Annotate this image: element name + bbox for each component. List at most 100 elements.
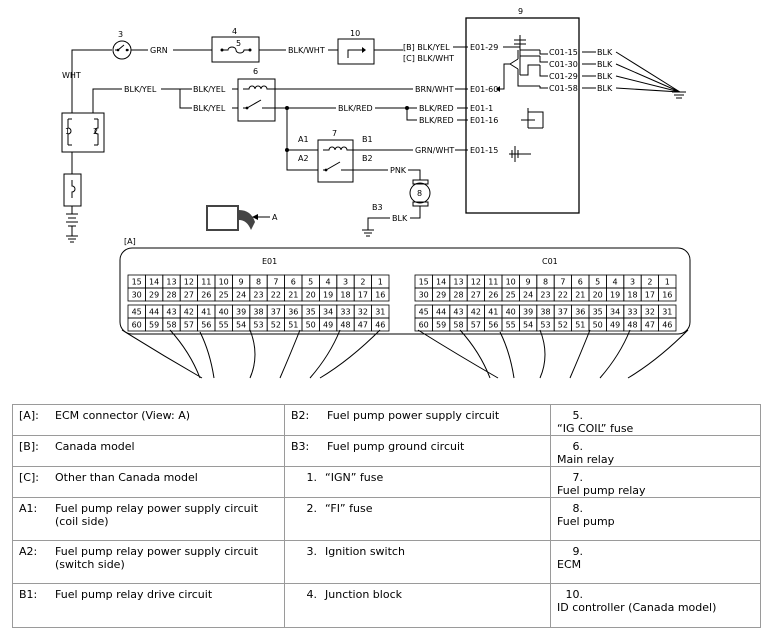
- fuel-pump-relay-7: 7: [317, 129, 354, 183]
- c01-pin-label: 56: [488, 321, 498, 330]
- legend-cell: [B]:Canada model: [12, 435, 285, 467]
- c01-pin-label: 51: [575, 321, 585, 330]
- point-b1: B1: [362, 135, 373, 144]
- e01-pin-label: 11: [201, 278, 211, 287]
- connector-pictogram: [206, 205, 255, 231]
- c01-pin-label: 55: [506, 321, 516, 330]
- c01-pin-label: 30: [419, 291, 429, 300]
- legend-cell: 1.“IGN” fuse: [284, 466, 551, 498]
- wiring-diagram: 1 2 WHT 3 GRN 4 5 BLK/WHT 10 [B] BLK/YEL…: [61, 7, 691, 379]
- c01-pin-label: 59: [436, 321, 446, 330]
- e01-pin-label: 16: [375, 291, 385, 300]
- e01-pin-label: 47: [358, 321, 368, 330]
- e01-pin-label: 45: [132, 308, 142, 317]
- c01-pin-label: 54: [523, 321, 533, 330]
- c01-pin-label: 24: [523, 291, 533, 300]
- terminal-c01-58: C01-58: [549, 84, 578, 93]
- terminal-e01-60: E01-60: [470, 85, 498, 94]
- e01-pin-label: 27: [184, 291, 194, 300]
- view-arrow-label: A: [272, 213, 278, 222]
- legend-cell: 3. Ignition switch: [284, 540, 551, 584]
- legend-key: 1.: [306, 471, 318, 484]
- wire-label-blk-red-b: BLK/RED: [419, 104, 454, 113]
- component-6-number: 6: [253, 67, 258, 76]
- legend-cell: B2:Fuel pump power supply circuit: [284, 404, 551, 436]
- c01-pin-label: 27: [471, 291, 481, 300]
- e01-pin-label: 43: [166, 308, 176, 317]
- e01-pin-label: 51: [288, 321, 298, 330]
- component-1-number: 1: [65, 127, 70, 136]
- e01-pin-label: 4: [326, 278, 331, 287]
- c01-pin-label: 8: [543, 278, 548, 287]
- e01-pin-label: 48: [340, 321, 350, 330]
- e01-pin-label: 50: [306, 321, 316, 330]
- e01-pin-label: 24: [236, 291, 246, 300]
- component-9-number: 9: [518, 7, 523, 16]
- legend-value: ID controller (Canada model): [557, 601, 717, 614]
- legend-cell: 5.“IG COIL” fuse: [550, 404, 761, 436]
- c01-pin-label: 26: [488, 291, 498, 300]
- c01-pin-label: 1: [665, 278, 670, 287]
- legend-value: Fuel pump relay drive circuit: [55, 588, 213, 601]
- legend-cell: 10.ID controller (Canada model): [550, 583, 761, 628]
- legend-value: Other than Canada model: [55, 471, 198, 484]
- c01-pin-label: 38: [540, 308, 550, 317]
- component-5-number: 5: [236, 39, 241, 48]
- wire-label-blk-yel-b: BLK/YEL: [193, 85, 226, 94]
- c01-pin-label: 16: [662, 291, 672, 300]
- c01-pin-label: 52: [558, 321, 568, 330]
- legend-key: 7.: [572, 471, 584, 484]
- legend-cell: 8.Fuel pump: [550, 497, 761, 541]
- component-4-number: 4: [232, 27, 237, 36]
- legend-key: 3.: [306, 545, 318, 558]
- c01-pin-label: 43: [453, 308, 463, 317]
- legend-key: B2:: [291, 409, 310, 422]
- connector-view-tag: [A]: [124, 237, 136, 246]
- e01-pin-label: 55: [219, 321, 229, 330]
- c01-pin-cell: [658, 287, 677, 302]
- wire-label-grn-wht: GRN/WHT: [415, 146, 454, 155]
- legend-key: 8.: [572, 502, 584, 515]
- legend-value: Main relay: [557, 453, 615, 466]
- e01-pin-label: 34: [323, 308, 333, 317]
- legend-cell: A1:Fuel pump relay power supply circuit …: [12, 497, 285, 541]
- c01-pin-label: 45: [419, 308, 429, 317]
- point-b3: B3: [372, 203, 383, 212]
- legend-key: 6.: [572, 440, 584, 453]
- component-3-number: 3: [118, 30, 123, 39]
- e01-pin-label: 41: [201, 308, 211, 317]
- c01-pin-label: 9: [526, 278, 531, 287]
- e01-pin-label: 38: [253, 308, 263, 317]
- legend-key: A1:: [19, 502, 38, 515]
- wire-label-blk-3: BLK: [597, 72, 613, 81]
- legend-value: Ignition switch: [325, 545, 405, 558]
- e01-pin-label: 36: [288, 308, 298, 317]
- wire-label-wht: WHT: [62, 71, 81, 80]
- e01-pin-label: 29: [149, 291, 159, 300]
- legend-value: Fuel pump relay power supply circuit (sw…: [55, 545, 259, 571]
- c01-pin-label: 60: [419, 321, 429, 330]
- id-controller-10: 10: [337, 29, 375, 65]
- e01-pin-label: 8: [256, 278, 261, 287]
- component-2-number: 2: [93, 127, 98, 136]
- wire-label-blk-2: BLK: [597, 60, 613, 69]
- c01-pin-label: 19: [610, 291, 620, 300]
- e01-pin-label: 42: [184, 308, 194, 317]
- e01-pin-label: 57: [184, 321, 194, 330]
- e01-pin-label: 14: [149, 278, 159, 287]
- e01-pin-label: 52: [271, 321, 281, 330]
- point-b2: B2: [362, 154, 373, 163]
- c01-pin-cell: [658, 317, 677, 332]
- c01-pin-label: 48: [627, 321, 637, 330]
- e01-pin-label: 1: [378, 278, 383, 287]
- wire-label-pnk: PNK: [390, 166, 407, 175]
- e01-pin-label: 13: [166, 278, 176, 287]
- legend-key: 9.: [572, 545, 584, 558]
- terminal-c01-30: C01-30: [549, 60, 578, 69]
- variant-label-c: [C] BLK/WHT: [403, 54, 454, 63]
- terminal-c01-29: C01-29: [549, 72, 578, 81]
